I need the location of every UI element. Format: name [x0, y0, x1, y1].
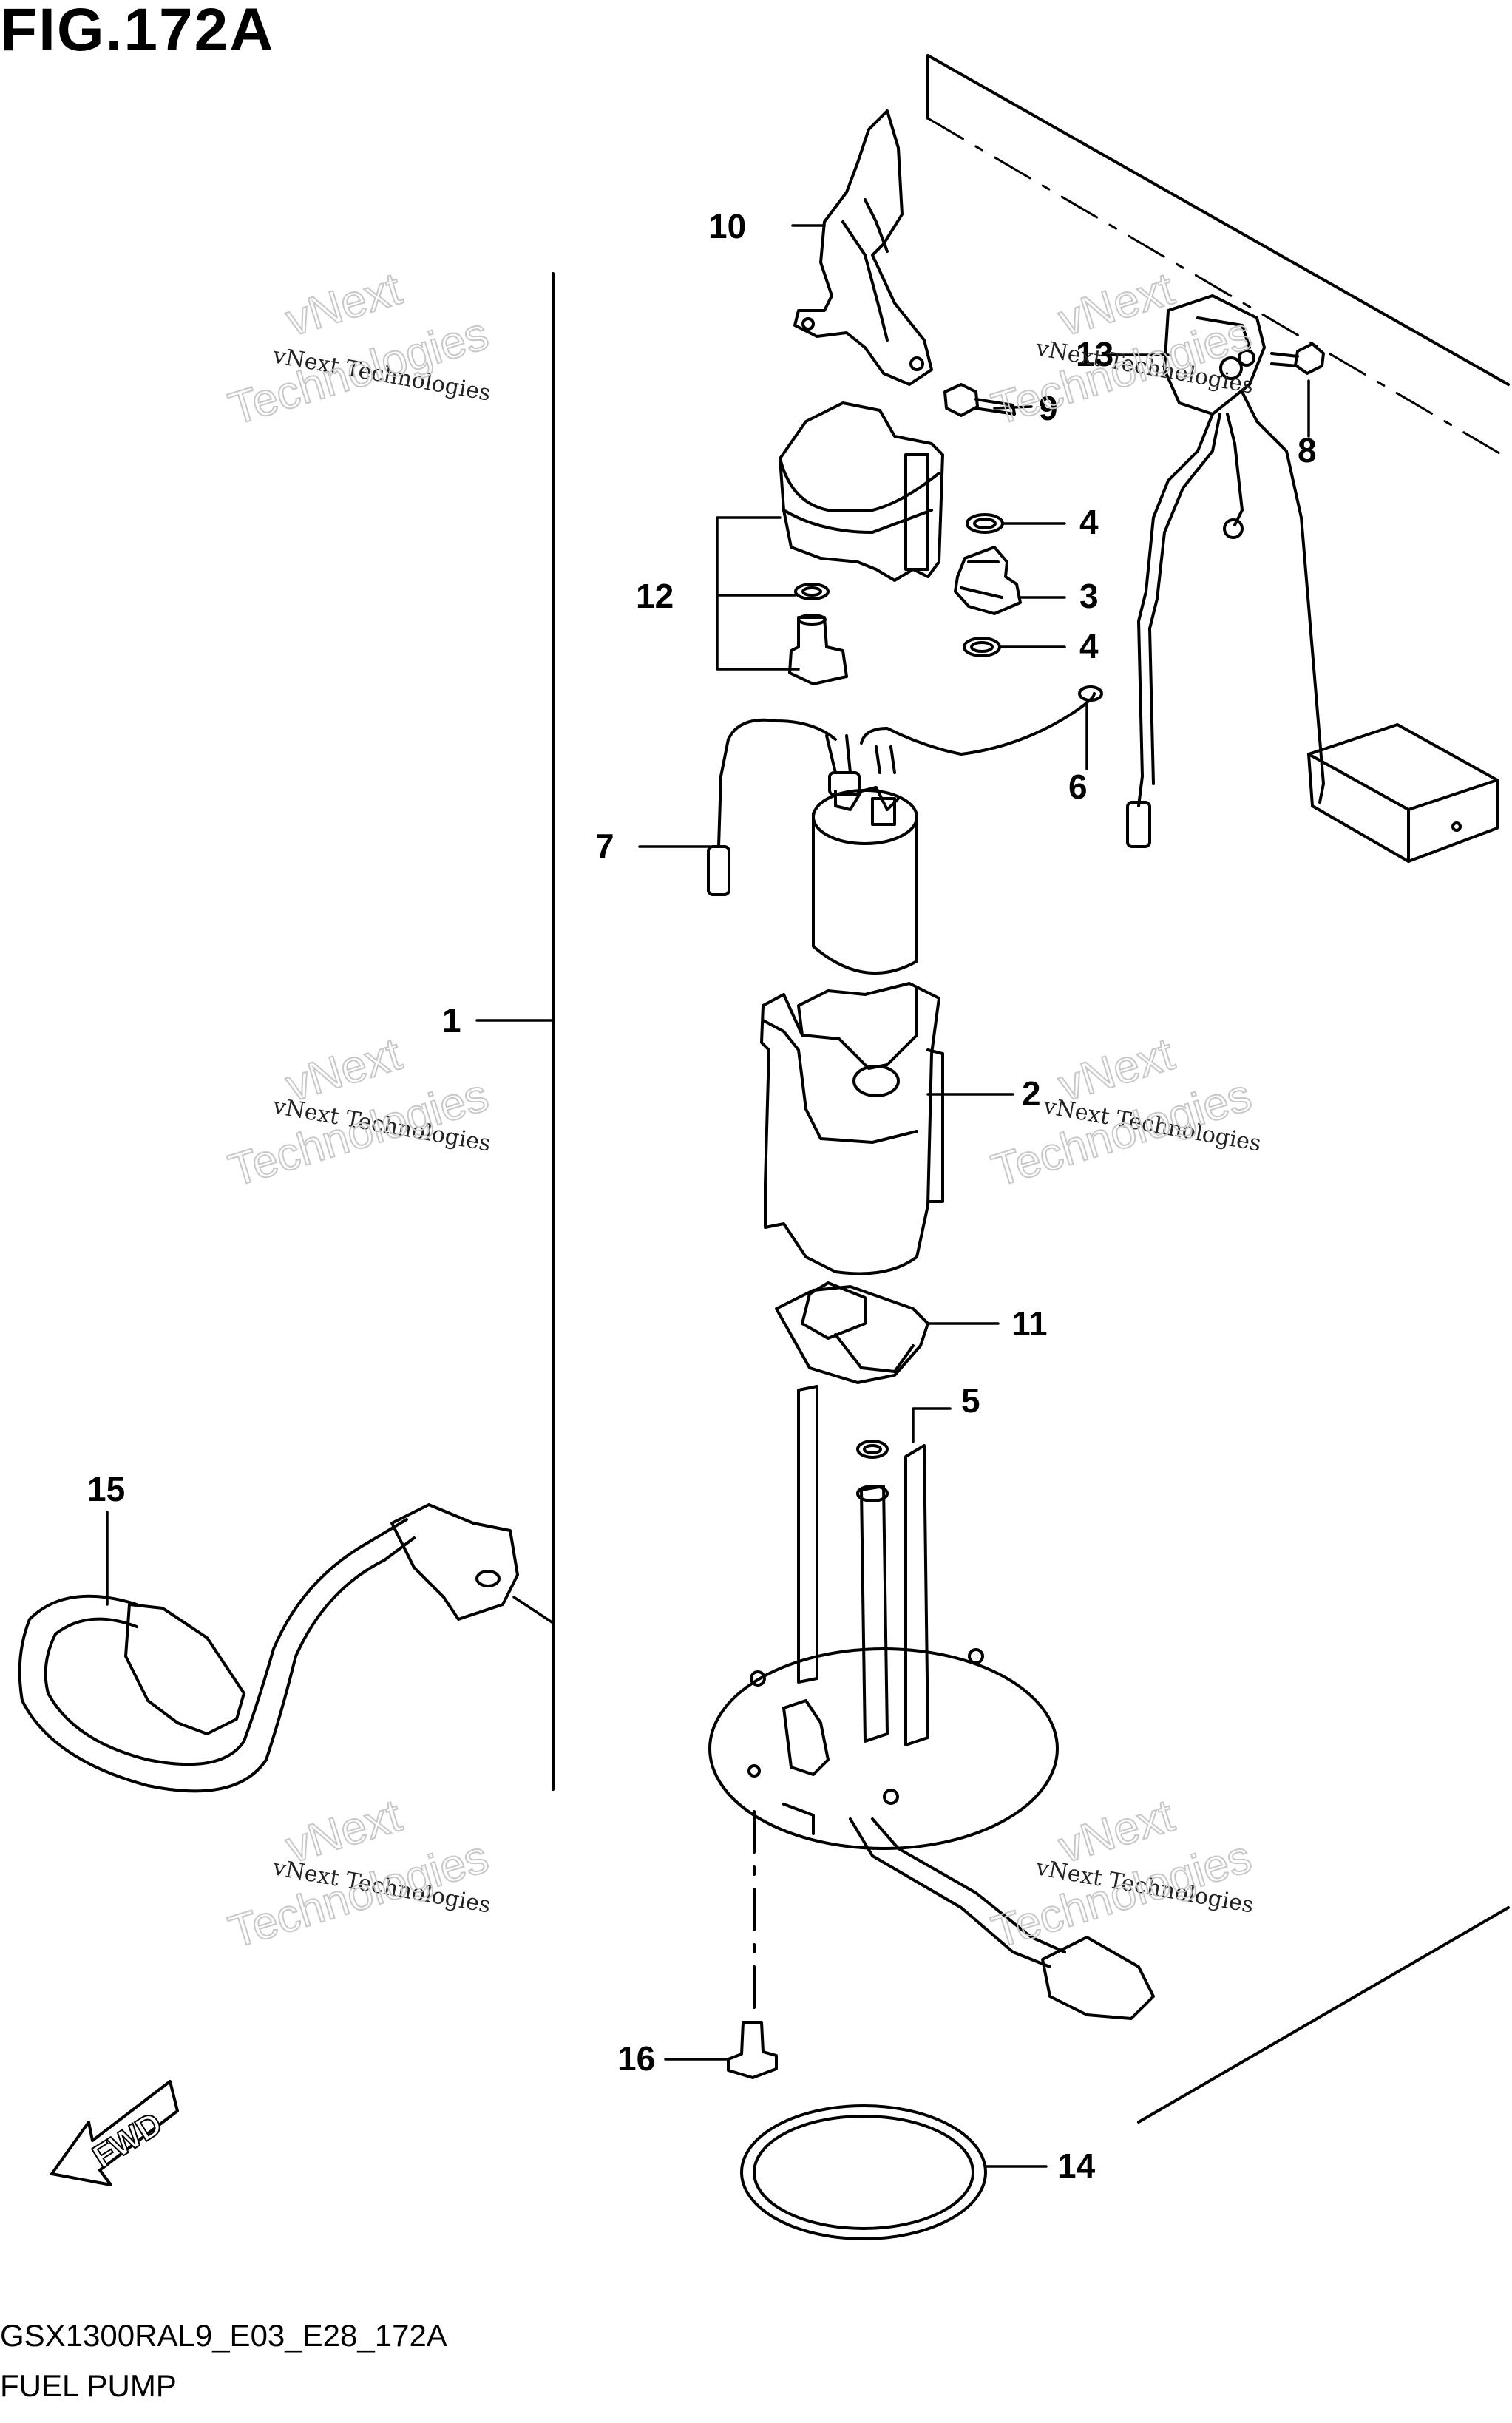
- callout-8: 8: [1298, 431, 1317, 470]
- base-plate: [708, 1385, 1155, 2020]
- regulator-cover-12: [779, 401, 944, 685]
- figure-code: GSX1300RAL9_E03_E28_172A: [0, 2318, 447, 2353]
- callout-5: 5: [961, 1381, 980, 1420]
- callout-4-lower: 4: [1079, 627, 1099, 665]
- bolt-9: [943, 383, 1016, 417]
- callout-10: 10: [708, 207, 746, 245]
- fwd-label: FWD: [87, 2105, 169, 2175]
- callout-7: 7: [595, 827, 614, 865]
- callout-12: 12: [636, 577, 674, 615]
- o-ring-5: [856, 1440, 889, 1459]
- hose-15: [18, 1503, 519, 1793]
- o-ring-4-upper: [966, 513, 1004, 534]
- watermark-top-left: vNext Technologies vNext Technologies: [223, 262, 495, 436]
- callout-4-upper: 4: [1079, 503, 1099, 541]
- bracket-part: [793, 109, 933, 386]
- watermark-mid-left: vNext Technologies vNext Technologies: [223, 1028, 495, 1197]
- frame-dash: [926, 117, 1510, 460]
- watermark-bottom-right: vNext Technologies vNext Technologies: [986, 1789, 1258, 1959]
- callout-2: 2: [1022, 1074, 1041, 1113]
- watermark-bottom-left: vNext Technologies vNext Technologies: [223, 1789, 495, 1959]
- callout-labels: 1 2 3 4 4 5 6 7 8 9 10 11 12 13 14 15 16: [87, 207, 1317, 2185]
- assembly-frame-edges: [552, 54, 1510, 2124]
- callout-11: 11: [1011, 1304, 1048, 1343]
- callout-14: 14: [1057, 2146, 1096, 2185]
- callout-6: 6: [1068, 767, 1088, 806]
- figure-title: FIG.172A: [0, 0, 275, 64]
- screw-16: [727, 2021, 778, 2079]
- fuel-pump-motor: [812, 771, 918, 975]
- callout-1: 1: [442, 1001, 461, 1040]
- callout-16: 16: [617, 2039, 655, 2078]
- svg-text:Technologies: Technologies: [223, 308, 494, 436]
- fwd-arrow-icon: [50, 2080, 179, 2186]
- wire-harness-6-7: [707, 685, 1103, 896]
- figure-name: FUEL PUMP: [0, 2368, 177, 2403]
- sensor-13: [1126, 294, 1499, 863]
- leader-lines: [106, 224, 1310, 2168]
- callout-15: 15: [87, 1470, 125, 1508]
- bolt-8: [1270, 342, 1325, 375]
- filter-11: [775, 1281, 929, 1384]
- pump-housing-2: [760, 982, 944, 1275]
- gasket-14: [740, 2104, 987, 2240]
- callout-9: 9: [1039, 389, 1058, 427]
- svg-text:vNext: vNext: [280, 263, 407, 346]
- callout-13: 13: [1076, 335, 1113, 373]
- callout-3: 3: [1079, 577, 1099, 615]
- connector-3: [954, 546, 1022, 615]
- o-ring-4-lower: [963, 637, 1001, 657]
